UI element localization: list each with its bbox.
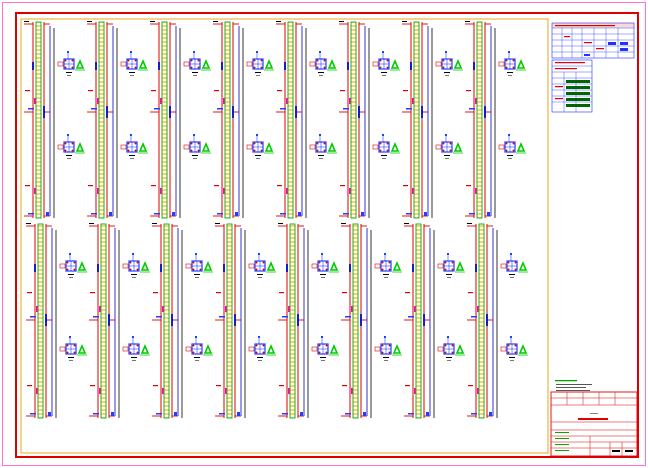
column-section-detail [248, 253, 276, 278]
column-row-bottom [26, 223, 528, 419]
column-section-detail [435, 51, 463, 76]
column-elevation [215, 223, 276, 419]
column-elevation [467, 223, 528, 419]
column-elevation [341, 223, 402, 419]
column-section-detail [248, 336, 276, 361]
drawing-title-mark [578, 418, 608, 420]
column-section-detail [374, 253, 402, 278]
column-elevation [152, 223, 213, 419]
column-section-detail [59, 336, 87, 361]
general-notes [555, 380, 592, 391]
column-elevation [278, 223, 339, 419]
column-elevation [26, 223, 87, 419]
column-section-detail [372, 134, 400, 159]
column-section-detail [246, 51, 274, 76]
column-section-detail [120, 51, 148, 76]
column-elevation [339, 21, 400, 219]
column-section-detail [498, 51, 526, 76]
column-elevation [213, 21, 274, 219]
column-section-detail [437, 336, 465, 361]
column-elevation [404, 223, 465, 419]
column-section-detail [374, 336, 402, 361]
column-section-detail [435, 134, 463, 159]
title-block [550, 391, 638, 457]
column-elevation [465, 21, 526, 219]
column-section-detail [183, 134, 211, 159]
column-section-detail [57, 134, 85, 159]
column-row-top [24, 21, 526, 219]
column-section-detail [122, 336, 150, 361]
column-elevation [276, 21, 337, 219]
column-section-detail [183, 51, 211, 76]
drawing-area-border [20, 18, 549, 454]
column-elevation [24, 21, 85, 219]
column-section-detail [185, 253, 213, 278]
column-section-detail [59, 253, 87, 278]
column-section-detail [57, 51, 85, 76]
legend-table-1 [551, 22, 635, 59]
column-elevation [402, 21, 463, 219]
column-elevation [89, 223, 150, 419]
column-elevation [87, 21, 148, 219]
drawing-frame [15, 12, 639, 458]
column-section-detail [120, 134, 148, 159]
column-section-detail [498, 134, 526, 159]
column-section-detail [309, 51, 337, 76]
column-section-detail [122, 253, 150, 278]
legend-table-2 [551, 59, 593, 113]
column-elevation [150, 21, 211, 219]
column-section-detail [246, 134, 274, 159]
column-section-detail [500, 253, 528, 278]
column-section-detail [185, 336, 213, 361]
column-section-detail [309, 134, 337, 159]
column-section-detail [311, 336, 339, 361]
column-section-detail [311, 253, 339, 278]
column-section-detail [437, 253, 465, 278]
column-section-detail [372, 51, 400, 76]
column-section-detail [500, 336, 528, 361]
